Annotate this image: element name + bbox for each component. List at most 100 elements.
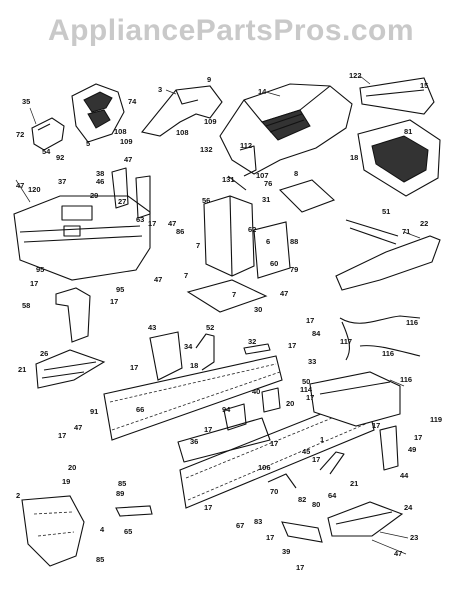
callout: 76 (264, 179, 272, 188)
callout: 91 (90, 407, 98, 416)
callout: 132 (200, 145, 213, 154)
callout: 17 (306, 393, 314, 402)
callout: 17 (288, 341, 296, 350)
callout: 109 (120, 137, 133, 146)
part-2[interactable] (21, 495, 85, 567)
part-30[interactable] (186, 279, 268, 313)
callout: 9 (207, 75, 211, 84)
part-91[interactable] (103, 355, 283, 441)
callout: 95 (116, 285, 124, 294)
callout: 52 (206, 323, 214, 332)
callout: 116 (406, 318, 418, 327)
callout: 89 (116, 489, 124, 498)
callout: 47 (154, 275, 162, 284)
callout: 81 (404, 127, 412, 136)
callout: 17 (306, 316, 314, 325)
part-7[interactable] (203, 195, 255, 277)
part-63[interactable] (135, 175, 151, 219)
callout: 7 (196, 241, 200, 250)
part-6[interactable] (253, 221, 291, 279)
part-36[interactable] (177, 417, 271, 463)
callout: 17 (414, 433, 422, 442)
callout: 8 (294, 169, 298, 178)
callout: 29 (90, 191, 98, 200)
part-117[interactable] (341, 321, 351, 361)
callout: 27 (118, 197, 126, 206)
callout: 47 (74, 423, 82, 432)
part-8[interactable] (278, 179, 336, 213)
part-112[interactable] (239, 145, 257, 177)
callout: 122 (349, 71, 362, 80)
callout: 56 (202, 196, 210, 205)
callout: 63 (136, 215, 144, 224)
part-65[interactable] (115, 505, 153, 517)
part-15[interactable] (359, 77, 435, 115)
callout: 21 (18, 365, 26, 374)
callout: 24 (404, 503, 413, 512)
callout: 85 (118, 479, 126, 488)
callout: 33 (308, 357, 316, 366)
part-3[interactable] (141, 85, 223, 137)
callout: 40 (252, 387, 260, 396)
callout: 36 (190, 437, 198, 446)
part-64[interactable] (319, 451, 345, 475)
callout: 31 (262, 195, 270, 204)
callout: 114 (300, 385, 313, 394)
part-35[interactable] (31, 117, 65, 151)
callout: 71 (402, 227, 410, 236)
callout: 1 (320, 435, 324, 444)
callout: 88 (290, 237, 298, 246)
part-39[interactable] (281, 521, 323, 543)
callout: 20 (286, 399, 294, 408)
callout: 47 (394, 549, 402, 558)
callout: 116 (382, 349, 394, 358)
callout: 49 (408, 445, 416, 454)
callout: 32 (248, 337, 256, 346)
callout: 2 (16, 491, 20, 500)
part-70[interactable] (267, 473, 297, 489)
callout: 50 (302, 377, 310, 386)
part-50[interactable] (309, 371, 401, 427)
callout: 17 (312, 455, 320, 464)
callout: 65 (124, 527, 132, 536)
part-38[interactable] (111, 167, 129, 209)
callout: 82 (298, 495, 306, 504)
callout: 47 (168, 219, 176, 228)
part-131[interactable] (227, 175, 247, 191)
part-34[interactable] (195, 333, 215, 371)
callout: 17 (58, 431, 66, 440)
callout: 15 (420, 81, 428, 90)
callout: 18 (350, 153, 358, 162)
part-94[interactable] (223, 403, 247, 431)
callout: 3 (158, 85, 162, 94)
callout: 14 (258, 87, 267, 96)
part-43[interactable] (149, 331, 183, 381)
part-24[interactable] (327, 501, 404, 537)
callout: 131 (222, 175, 235, 184)
part-32[interactable] (243, 343, 271, 355)
callout: 86 (176, 227, 184, 236)
callout: 17 (372, 421, 380, 430)
callout: 44 (400, 471, 409, 480)
callout: 47 (124, 155, 132, 164)
part-26[interactable] (35, 349, 106, 389)
callout: 23 (410, 533, 418, 542)
part-116-cable[interactable] (339, 315, 421, 324)
callout: 85 (96, 555, 104, 564)
callout: 106 (258, 463, 271, 472)
part-71[interactable] (345, 219, 399, 245)
callout: 17 (204, 503, 212, 512)
part-1[interactable] (179, 395, 375, 509)
part-58[interactable] (55, 287, 91, 343)
callout: 20 (68, 463, 76, 472)
part-22[interactable] (335, 235, 441, 291)
callout: 7 (232, 290, 236, 299)
part-40[interactable] (261, 387, 281, 413)
callout: 119 (430, 415, 442, 424)
callout: 112 (240, 141, 252, 150)
part-37[interactable] (13, 195, 151, 281)
callout: 84 (312, 329, 321, 338)
part-44[interactable] (379, 425, 399, 471)
callout: 47 (16, 181, 24, 190)
